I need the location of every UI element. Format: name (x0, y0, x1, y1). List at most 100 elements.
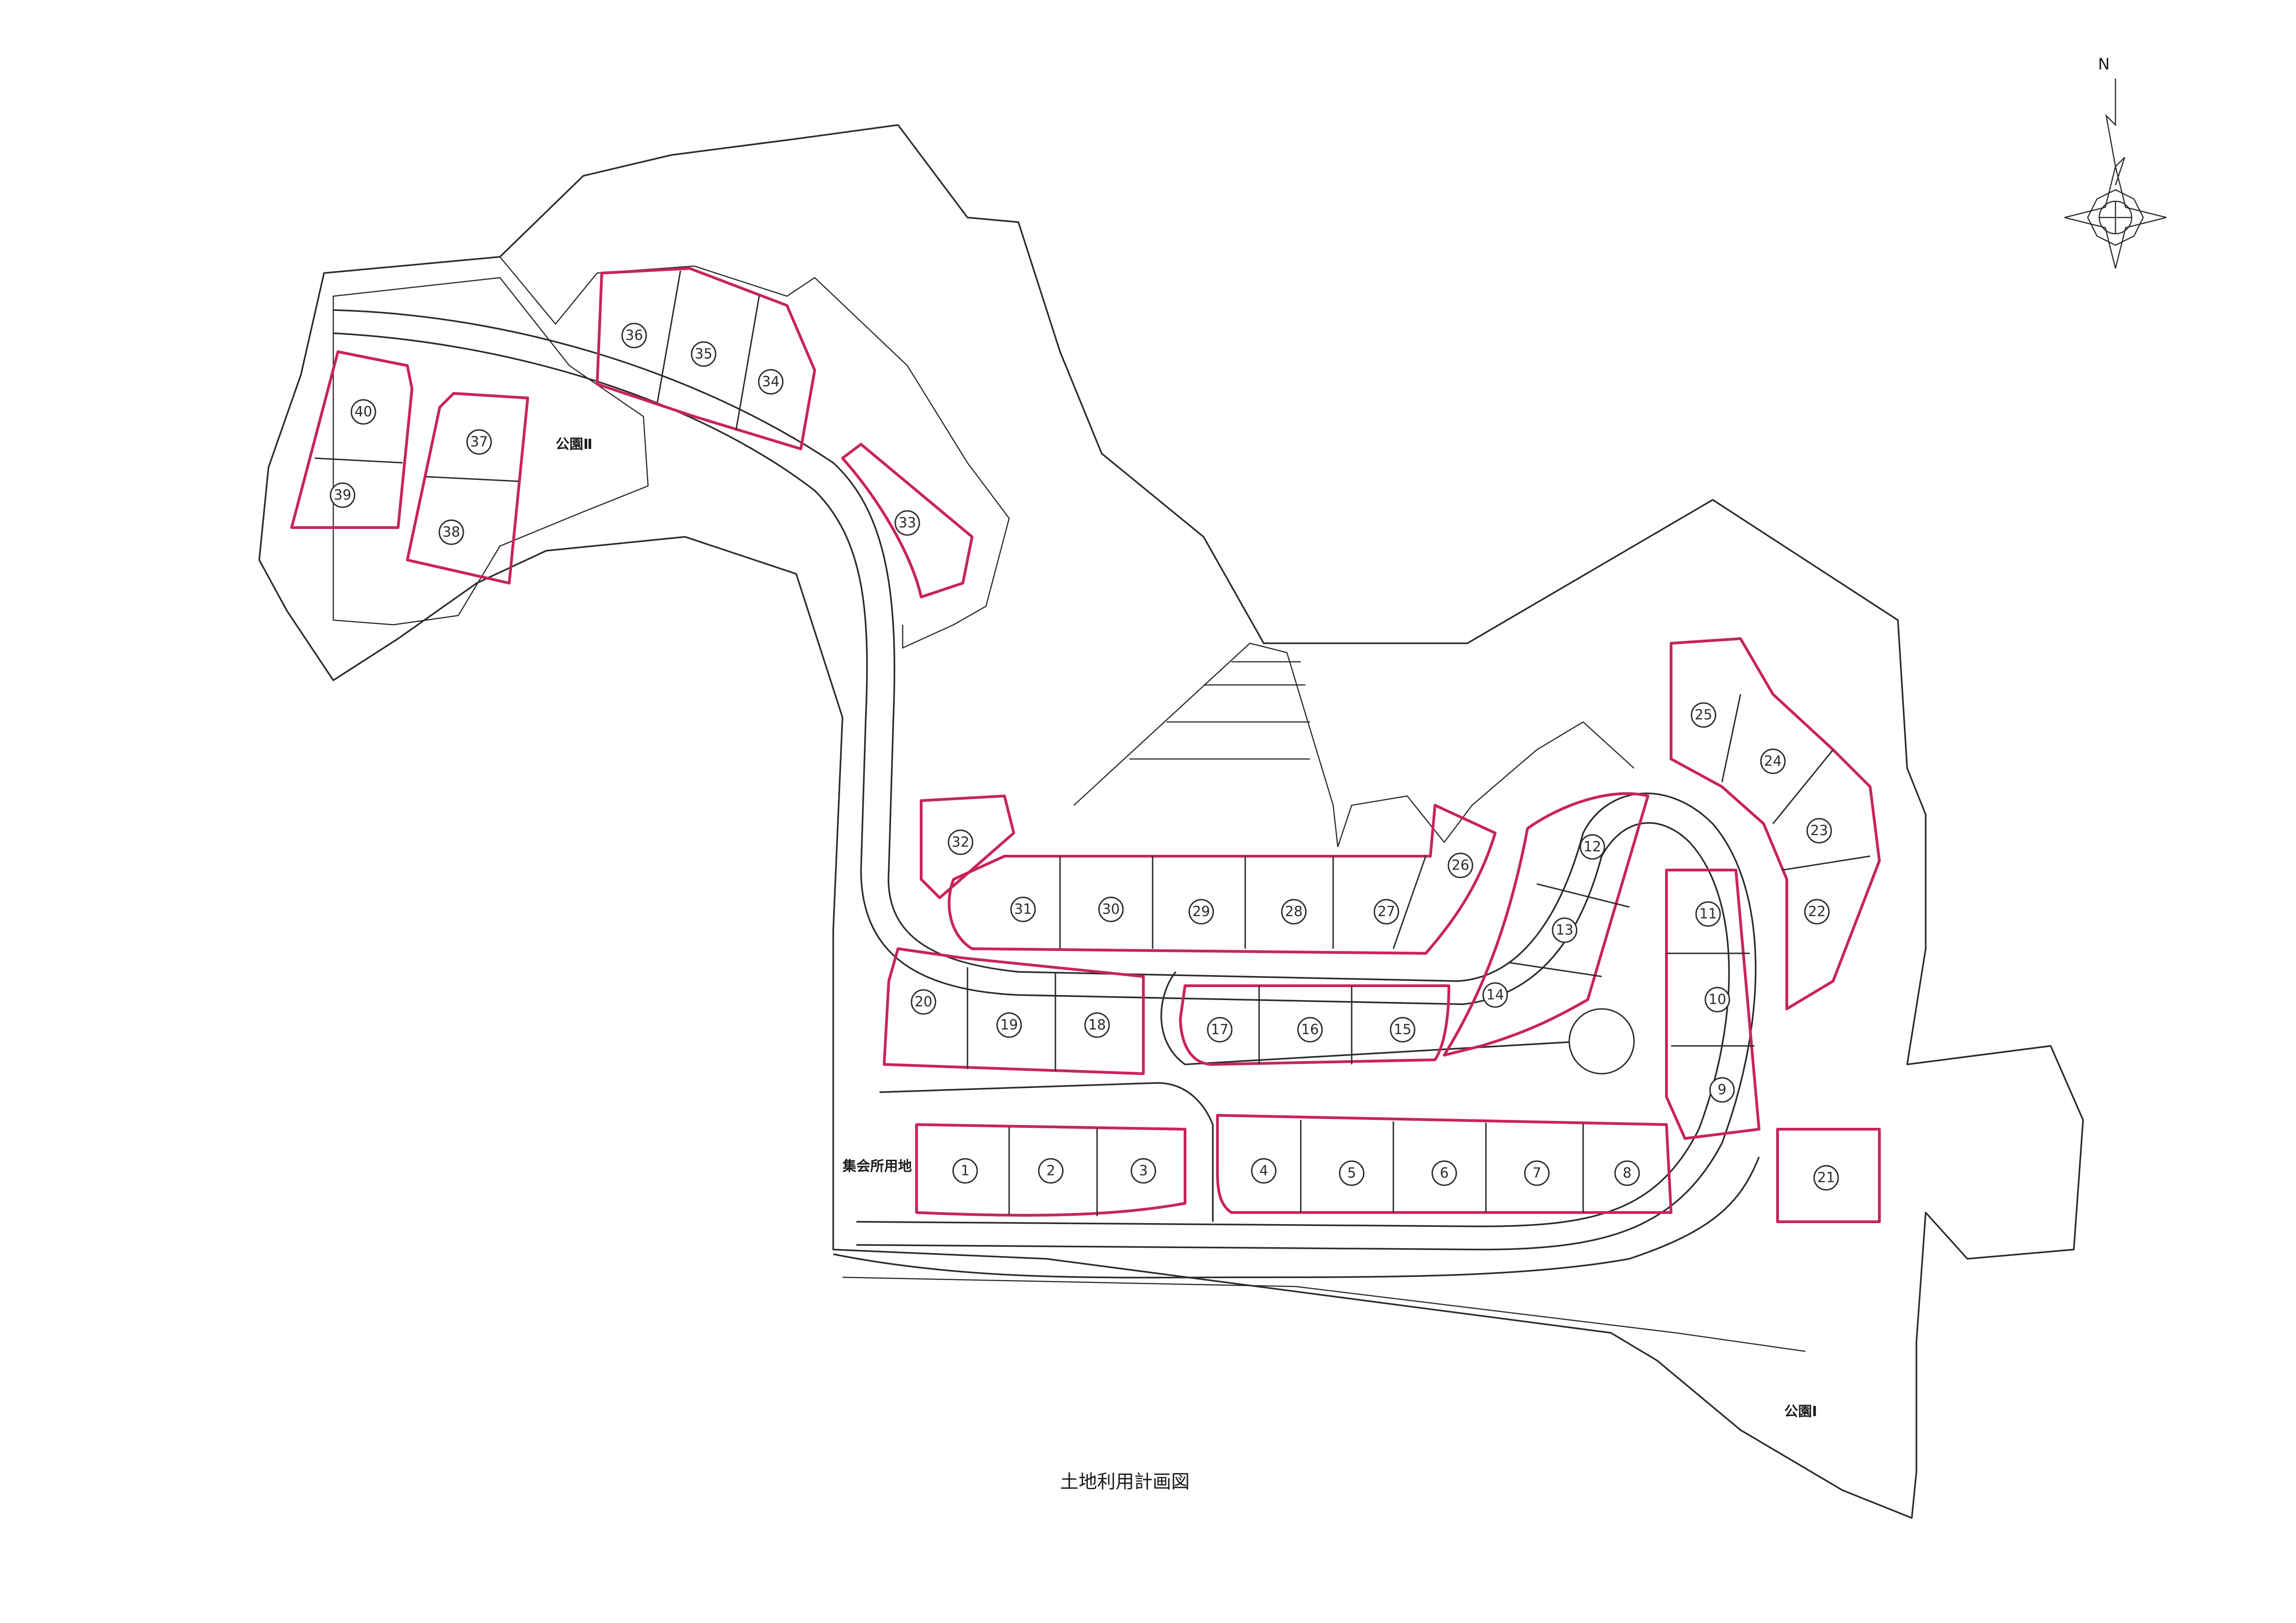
lot-marker-circle (1552, 917, 1578, 943)
lot-marker-circle (1614, 1160, 1640, 1186)
lot-number: 30 (1102, 902, 1120, 918)
park-2-label: 公園Ⅱ (555, 436, 593, 453)
lot-number: 14 (1486, 987, 1504, 1003)
lot-marker-circle (996, 1012, 1022, 1038)
lot-number: 33 (898, 515, 916, 531)
lot-marker-12: 12 (1579, 834, 1605, 860)
lot-marker-39: 39 (330, 482, 356, 508)
lot-marker-38: 38 (438, 519, 464, 545)
lot-number: 10 (1709, 992, 1726, 1008)
park-1-label: 公園Ⅰ (1784, 1404, 1817, 1420)
south-road (833, 1157, 1760, 1279)
lot-number: 13 (1556, 922, 1573, 939)
lot-number: 4 (1259, 1163, 1268, 1179)
lot-marker-8: 8 (1614, 1160, 1640, 1186)
lot-marker-2: 2 (1038, 1158, 1064, 1184)
lot-number: 26 (1452, 858, 1469, 874)
lot-number: 32 (952, 834, 969, 851)
lot-number: 8 (1622, 1165, 1631, 1181)
lot-block-15-17 (1179, 984, 1450, 1066)
lot-marker-15: 15 (1390, 1017, 1416, 1043)
lot-number: 2 (1046, 1163, 1055, 1179)
lot-marker-circle (691, 341, 717, 367)
park-2-area (332, 277, 649, 626)
lot-marker-circle (894, 510, 920, 536)
lot-marker-circle (1010, 896, 1036, 922)
lot-marker-25: 25 (1691, 702, 1716, 728)
lot-block-34-36 (596, 267, 816, 450)
north-label: N (2098, 55, 2109, 74)
lot-number: 28 (1285, 904, 1303, 920)
lot-marker-24: 24 (1760, 748, 1786, 774)
lot-number: 5 (1347, 1165, 1356, 1181)
lot-block-1-3 (915, 1123, 1186, 1217)
lot-number: 22 (1808, 904, 1826, 920)
lot-number: 34 (762, 374, 780, 390)
lot-marker-circle (1691, 702, 1716, 728)
lot-marker-circle (1806, 818, 1832, 844)
lot-marker-16: 16 (1297, 1017, 1323, 1043)
lot-marker-circle (952, 1158, 978, 1184)
lot-marker-3: 3 (1130, 1158, 1156, 1184)
lot-marker-circle (1188, 899, 1214, 925)
lot-marker-circle (1704, 987, 1730, 1013)
lot-block-26-31 (948, 804, 1497, 955)
lot-marker-28: 28 (1281, 899, 1307, 925)
lot-number: 27 (1378, 904, 1395, 920)
roundabout (1568, 1008, 1635, 1075)
lot-marker-circle (1281, 899, 1307, 925)
lot-marker-circle (330, 482, 356, 508)
lot-marker-circle (1207, 1017, 1233, 1043)
lot-number: 1 (961, 1163, 969, 1179)
lot-marker-circle (911, 989, 936, 1015)
lot-marker-circle (1431, 1160, 1457, 1186)
lot-number: 11 (1699, 906, 1717, 922)
lot-number: 38 (443, 524, 460, 541)
lot-marker-34: 34 (758, 369, 784, 395)
lot-marker-21: 21 (1813, 1165, 1839, 1191)
mound (1073, 642, 1635, 847)
lot-number: 24 (1764, 753, 1782, 770)
inner-road-2 (1160, 971, 1584, 1065)
lot-marker-circle (758, 369, 784, 395)
lot-block-18-20 (883, 947, 1145, 1075)
lot-number: 9 (1717, 1082, 1726, 1098)
lot-marker-circle (466, 429, 492, 455)
north-outline (324, 256, 1010, 649)
lot-marker-13: 13 (1552, 917, 1578, 943)
lot-marker-30: 30 (1098, 896, 1124, 922)
lot-marker-circle (1447, 852, 1473, 878)
main-road-outer (333, 309, 1757, 1250)
lot-block-4-8 (1216, 1114, 1672, 1214)
lot-number: 37 (470, 434, 488, 450)
lot-marker-35: 35 (691, 341, 717, 367)
lot-number: 15 (1394, 1022, 1411, 1038)
north-arrow: N (2064, 55, 2167, 269)
lot-marker-circle (1098, 896, 1124, 922)
lot-marker-9: 9 (1709, 1077, 1735, 1103)
lot-number: 29 (1192, 904, 1210, 920)
lot-marker-22: 22 (1804, 899, 1830, 925)
lot-number: 36 (625, 328, 643, 344)
lot-32 (920, 795, 1015, 899)
lot-marker-circle (350, 399, 376, 425)
mound-steps (1129, 661, 1310, 760)
lot-block-9-11 (1665, 869, 1760, 1140)
main-road-inner (333, 332, 1730, 1227)
lot-marker-circle (1482, 982, 1508, 1008)
lot-marker-33: 33 (894, 510, 920, 536)
lot-marker-1: 1 (952, 1158, 978, 1184)
lot-marker-31: 31 (1010, 896, 1036, 922)
lot-marker-7: 7 (1524, 1160, 1550, 1186)
inner-road (879, 1082, 1214, 1222)
lot-marker-circle (1524, 1160, 1550, 1186)
lot-marker-circle (1760, 748, 1786, 774)
lot-marker-circle (1813, 1165, 1839, 1191)
south-edge (842, 1276, 1806, 1352)
lot-marker-circle (1251, 1158, 1277, 1184)
lot-number: 35 (695, 346, 712, 362)
lot-marker-circle (1804, 899, 1830, 925)
lot-marker-5: 5 (1339, 1160, 1365, 1186)
